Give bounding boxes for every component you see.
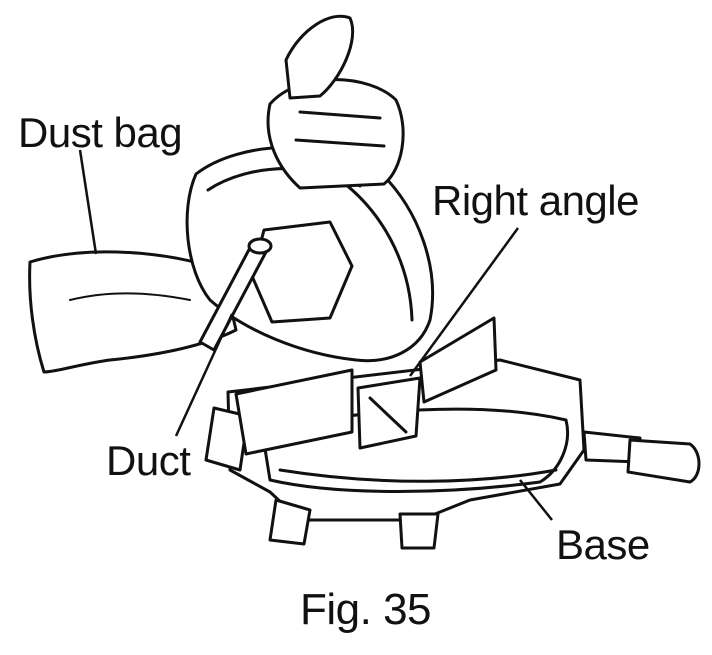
leader-lines [78, 149, 553, 521]
fence [234, 316, 498, 456]
duct [198, 237, 273, 352]
label-duct: Duct [106, 437, 191, 484]
square-tool [356, 376, 422, 450]
label-dust-bag: Dust bag [18, 109, 183, 156]
label-base: Base [556, 521, 650, 568]
lock-handle [582, 430, 701, 484]
dust-bag [28, 250, 238, 374]
label-right-angle: Right angle [432, 177, 639, 224]
figure-caption: Fig. 35 [300, 585, 432, 634]
